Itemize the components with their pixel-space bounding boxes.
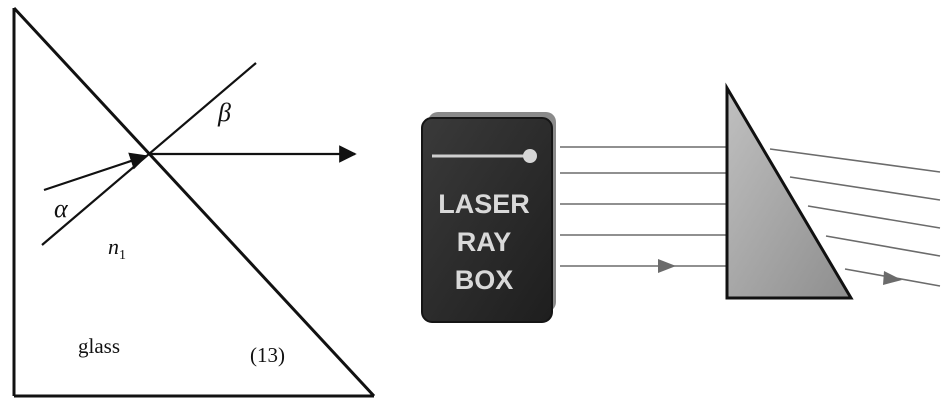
alpha-label: α xyxy=(54,194,69,223)
normal-line xyxy=(41,62,257,246)
glass-hypotenuse xyxy=(12,6,376,398)
incoming-rays xyxy=(560,146,727,267)
laser-box-label-line3: BOX xyxy=(455,265,514,295)
laser-ray-box: LASER RAY BOX xyxy=(421,112,556,323)
out-ray-5-arrowhead xyxy=(883,271,902,285)
incident-ray xyxy=(43,152,148,192)
glass-refraction-figure: α β n1 glass (13) xyxy=(12,6,376,398)
out-ray-4 xyxy=(825,235,941,257)
laser-box-label-line2: RAY xyxy=(457,227,512,257)
laser-indicator-dot xyxy=(523,149,537,163)
glass-prism xyxy=(725,82,854,300)
out-ray-2 xyxy=(789,176,941,201)
glass-label: glass xyxy=(78,334,120,358)
laser-box-body xyxy=(421,117,553,323)
ray-5-arrowhead xyxy=(658,259,676,273)
refractive-index-label: n1 xyxy=(108,234,126,263)
out-ray-3 xyxy=(807,205,941,229)
figure-number: (13) xyxy=(250,343,285,367)
laser-box-label-line1: LASER xyxy=(438,189,530,219)
out-ray-1 xyxy=(769,148,941,173)
beta-label: β xyxy=(217,98,231,127)
refractive-index-subscript: 1 xyxy=(119,248,126,263)
laser-prism-figure: LASER RAY BOX xyxy=(421,82,941,323)
refractive-index-n: n xyxy=(108,234,119,259)
